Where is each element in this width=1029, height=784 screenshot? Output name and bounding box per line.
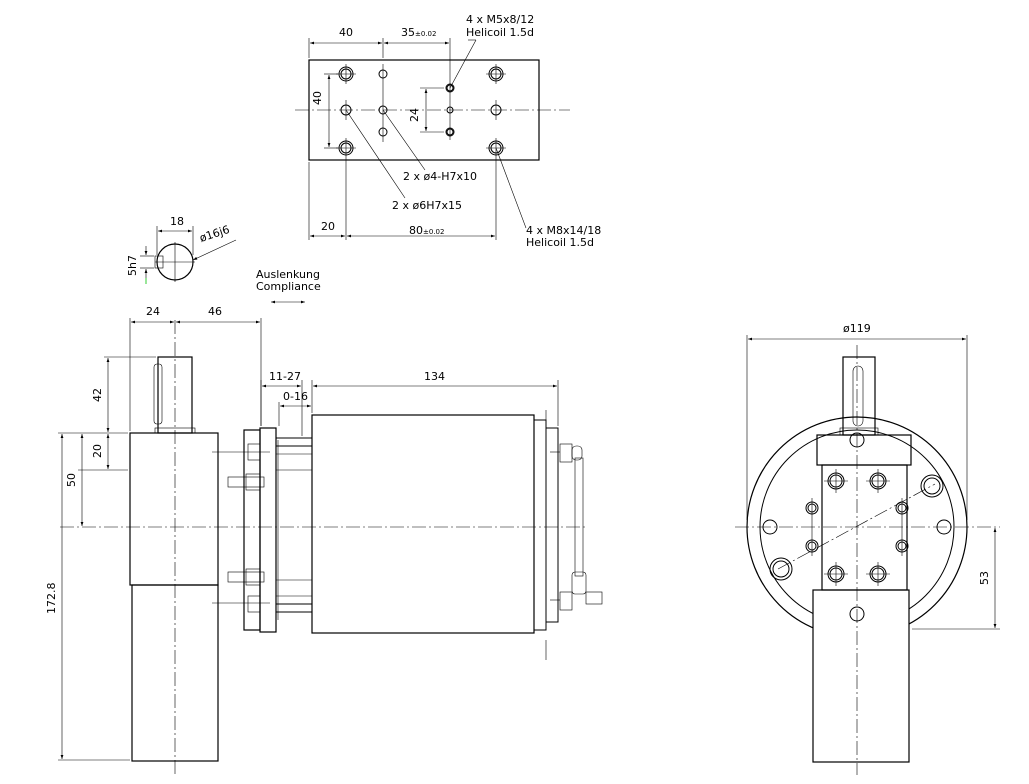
note-m8-line1: 4 x M8x14/18 bbox=[526, 224, 601, 237]
end-view: ø119 53 bbox=[735, 322, 1000, 775]
compliance-label-en: Compliance bbox=[256, 280, 321, 293]
end-shaft bbox=[842, 356, 876, 436]
compliance-label-de: Auslenkung bbox=[256, 268, 320, 281]
dim-53: 53 bbox=[978, 571, 991, 585]
dim-35-tol: ±0.02 bbox=[415, 30, 436, 38]
shaft-detail: 18 ø16j6 5h7 bbox=[126, 215, 237, 284]
note-d4: 2 x ø4-H7x10 bbox=[403, 170, 477, 183]
dim-20: 20 bbox=[321, 220, 335, 233]
compliance-note: Auslenkung Compliance bbox=[256, 268, 321, 304]
dim-dia16: ø16j6 bbox=[198, 223, 231, 245]
note-d6: 2 x ø6H7x15 bbox=[392, 199, 462, 212]
dim-80-tol: ±0.02 bbox=[423, 228, 444, 236]
dim-side-46: 46 bbox=[208, 305, 222, 318]
dim-side-50: 50 bbox=[65, 473, 78, 487]
side-flange-plate bbox=[259, 427, 277, 633]
dim-5h7: 5h7 bbox=[126, 255, 139, 276]
dim-side-20: 20 bbox=[91, 444, 104, 458]
note-m5-line2: Helicoil 1.5d bbox=[466, 26, 534, 39]
note-m8-line2: Helicoil 1.5d bbox=[526, 236, 594, 249]
dim-side-172-8: 172.8 bbox=[45, 583, 58, 615]
dim-80: 80 bbox=[409, 224, 423, 237]
dim-40-vert: 40 bbox=[311, 91, 324, 105]
side-view: 24 46 42 20 50 172.8 11-27 0-16 134 bbox=[45, 305, 603, 775]
dim-side-134: 134 bbox=[424, 370, 445, 383]
dim-35: 35 bbox=[401, 26, 415, 39]
dim-24: 24 bbox=[408, 108, 421, 122]
dim-side-24: 24 bbox=[146, 305, 160, 318]
note-m5-line1: 4 x M5x8/12 bbox=[466, 13, 534, 26]
dim-side-11-27: 11-27 bbox=[269, 370, 301, 383]
end-mount-plate bbox=[821, 464, 908, 591]
dim-40-top: 40 bbox=[339, 26, 353, 39]
dim-side-0-16: 0-16 bbox=[283, 390, 308, 403]
dim-side-42: 42 bbox=[91, 388, 104, 402]
flange-view: 40 35 ±0.02 40 24 20 80 ±0.02 4 x M5x8/1… bbox=[295, 13, 601, 249]
side-motor-body bbox=[311, 414, 535, 634]
flange-holes bbox=[338, 66, 504, 156]
dim-18: 18 bbox=[170, 215, 184, 228]
side-adapter-plate bbox=[243, 429, 261, 631]
side-housing bbox=[129, 432, 219, 586]
dim-dia119: ø119 bbox=[843, 322, 871, 335]
